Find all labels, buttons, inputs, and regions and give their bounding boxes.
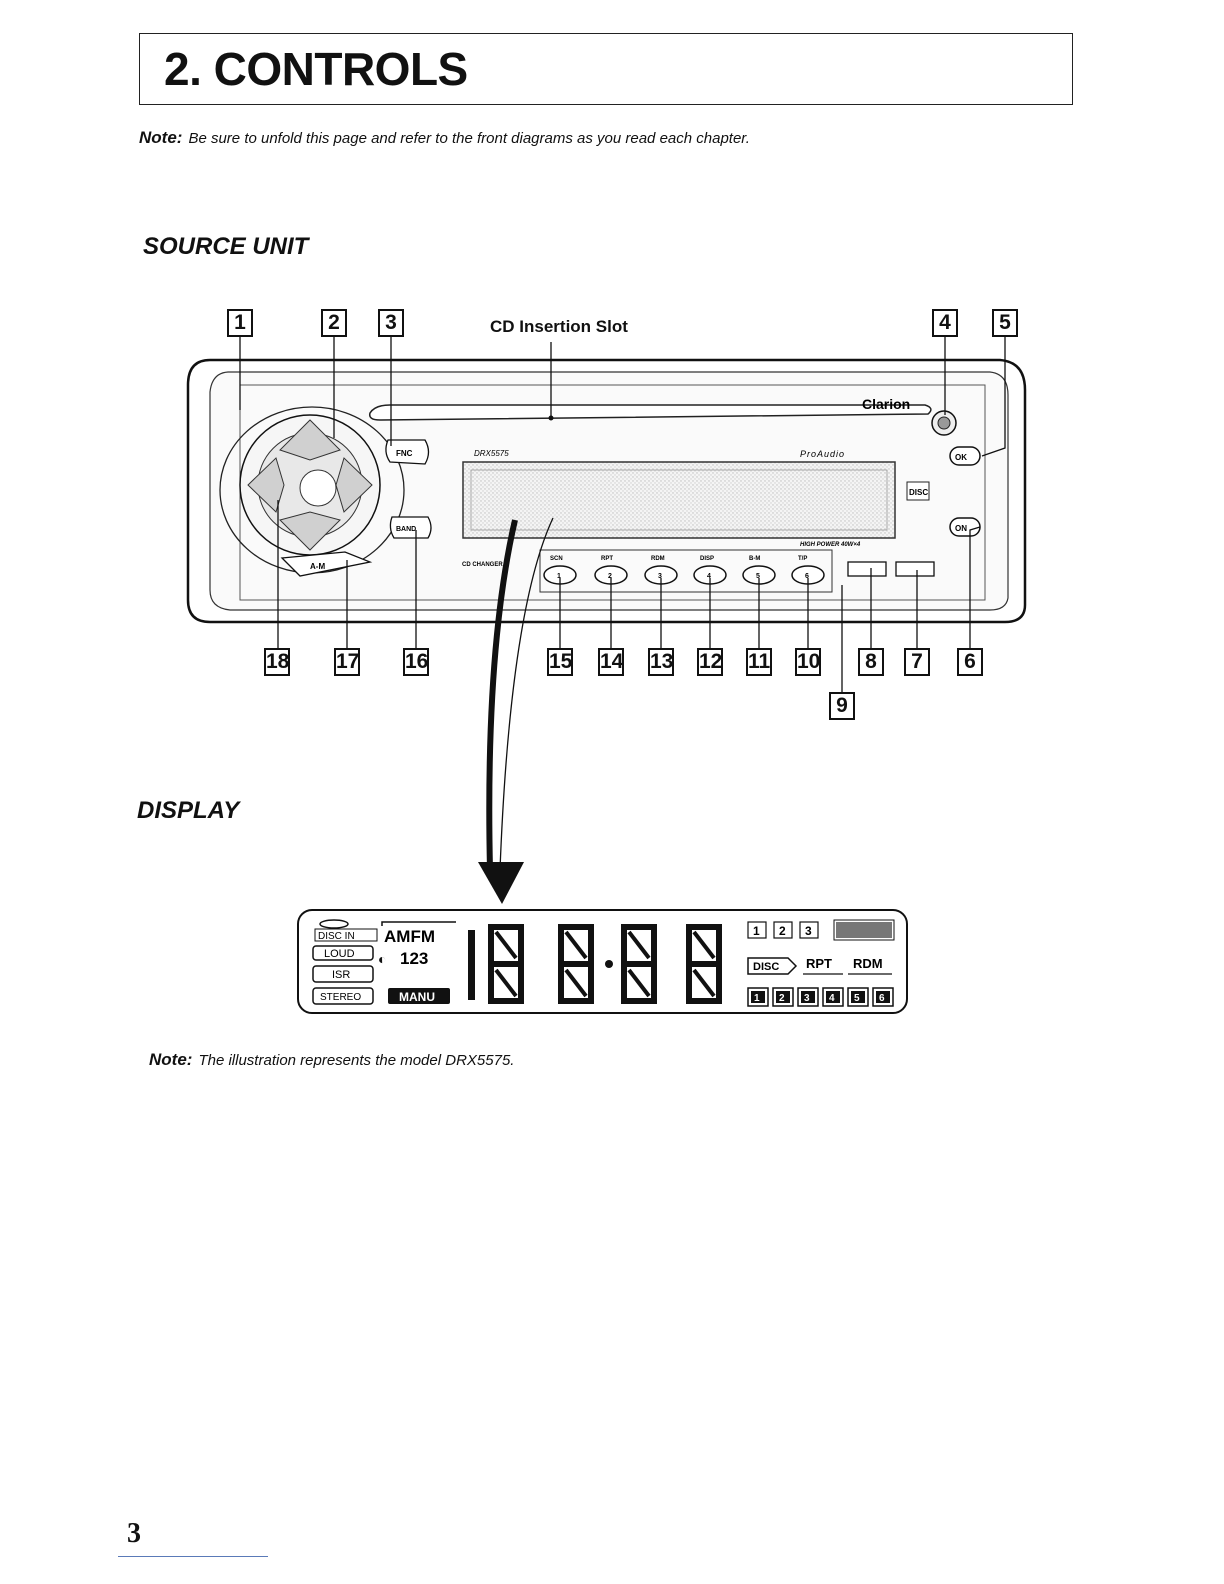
callout-10: 10 bbox=[795, 648, 821, 676]
preset-label-6: T/P bbox=[798, 556, 807, 562]
cd-slot-label: CD Insertion Slot bbox=[490, 317, 628, 336]
callout-6: 6 bbox=[957, 648, 983, 676]
display-heading: DISPLAY bbox=[137, 797, 240, 824]
callout-12: 12 bbox=[697, 648, 723, 676]
segment-digit-2 bbox=[558, 924, 594, 1004]
segment-digit-4 bbox=[686, 924, 722, 1004]
callout-15: 15 bbox=[547, 648, 573, 676]
note-label: Note: bbox=[139, 128, 183, 147]
preset-number-4: 4 bbox=[707, 573, 711, 580]
memory-digit-1: 1 bbox=[753, 924, 760, 938]
title-box: 2. CONTROLS bbox=[139, 33, 1073, 105]
source-unit-heading: SOURCE UNIT bbox=[143, 233, 309, 260]
source-unit-illustration: Clarion DRX5575 ProAudio DISC OK ON FNC … bbox=[186, 337, 1027, 904]
preset-label-4: DISP bbox=[700, 556, 714, 562]
preset-number-3: 3 bbox=[658, 573, 662, 580]
callout-2: 2 bbox=[321, 309, 347, 337]
disc-slot-digit-2: 2 bbox=[779, 993, 785, 1004]
ok-button[interactable]: OK bbox=[955, 453, 967, 462]
power-label: HIGH POWER 40W×4 bbox=[800, 542, 861, 548]
callout-17: 17 bbox=[334, 648, 360, 676]
callout-14: 14 bbox=[598, 648, 624, 676]
brand-text: Clarion bbox=[862, 396, 910, 412]
preset-label-3: RDM bbox=[651, 556, 665, 562]
stereo-indicator: STEREO bbox=[320, 992, 361, 1003]
page-footer-rule bbox=[118, 1556, 268, 1557]
preset-label-1: SCN bbox=[550, 556, 563, 562]
preset-number-5: 5 bbox=[756, 573, 760, 580]
memory-box-3 bbox=[799, 921, 819, 939]
page-number: 3 bbox=[127, 1518, 141, 1549]
disc-slot-digit-1: 1 bbox=[754, 993, 760, 1004]
fnc-button[interactable]: FNC bbox=[396, 449, 413, 458]
preset-number-2: 2 bbox=[608, 573, 612, 580]
segment-digit-1 bbox=[488, 924, 524, 1004]
disc-slot-fill-4 bbox=[826, 991, 840, 1003]
memory-digit-2: 2 bbox=[779, 924, 786, 938]
memory-box-2 bbox=[773, 921, 793, 939]
preset-label-5: B-M bbox=[749, 556, 760, 562]
band-button[interactable]: BAND bbox=[396, 526, 416, 533]
callout-3: 3 bbox=[378, 309, 404, 337]
disc-badge: DISC bbox=[909, 488, 928, 497]
note-text: The illustration represents the model DR… bbox=[198, 1052, 515, 1069]
digit-one-bar bbox=[468, 930, 475, 1000]
memory-box-1 bbox=[747, 921, 767, 939]
bottom-note: Note: The illustration represents the mod… bbox=[149, 1050, 514, 1070]
disc-indicator: DISC bbox=[753, 961, 779, 973]
disc-slot-digit-3: 3 bbox=[804, 993, 810, 1004]
callout-8: 8 bbox=[858, 648, 884, 676]
disc-slot-fill-6 bbox=[876, 991, 890, 1003]
disc-slot-digit-6: 6 bbox=[879, 993, 885, 1004]
segment-digit-3 bbox=[621, 924, 657, 1004]
callout-5: 5 bbox=[992, 309, 1018, 337]
disc-slot-fill-5 bbox=[851, 991, 865, 1003]
rpt-indicator: RPT bbox=[806, 956, 832, 971]
display-illustration: DISC IN LOUD ISR STEREO AMFM 123 ◐ MANU … bbox=[297, 909, 908, 1014]
digit-dot bbox=[605, 960, 613, 968]
logo-text: ProAudio bbox=[800, 449, 845, 459]
top-note: Note: Be sure to unfold this page and ref… bbox=[139, 128, 750, 148]
disc-slot-digit-5: 5 bbox=[854, 993, 860, 1004]
callout-4: 4 bbox=[932, 309, 958, 337]
callout-7: 7 bbox=[904, 648, 930, 676]
disc-slot-fill-3 bbox=[801, 991, 815, 1003]
isr-indicator: ISR bbox=[332, 969, 350, 981]
disc-slot-fill-2 bbox=[776, 991, 790, 1003]
loud-indicator: LOUD bbox=[324, 948, 355, 960]
cd-changer-label: CD CHANGER bbox=[462, 562, 503, 568]
page-title: 2. CONTROLS bbox=[164, 43, 468, 95]
callout-13: 13 bbox=[648, 648, 674, 676]
disc-slot-fill-1 bbox=[751, 991, 765, 1003]
note-text: Be sure to unfold this page and refer to… bbox=[188, 130, 750, 147]
clock-icon: ◐ bbox=[378, 951, 386, 967]
preset-label-2: RPT bbox=[601, 556, 613, 562]
memory-digit-3: 3 bbox=[805, 924, 812, 938]
callout-16: 16 bbox=[403, 648, 429, 676]
am-button[interactable]: A-M bbox=[310, 562, 325, 571]
on-button[interactable]: ON bbox=[955, 524, 967, 533]
disc-in-indicator: DISC IN bbox=[318, 931, 355, 942]
manu-indicator: MANU bbox=[399, 990, 435, 1004]
preset-number-6: 6 bbox=[805, 573, 809, 580]
callout-9: 9 bbox=[829, 692, 855, 720]
num123-indicator: 123 bbox=[400, 949, 428, 968]
callout-18: 18 bbox=[264, 648, 290, 676]
callout-1: 1 bbox=[227, 309, 253, 337]
preset-number-1: 1 bbox=[557, 573, 561, 580]
disc-slot-digit-4: 4 bbox=[829, 993, 835, 1004]
model-text: DRX5575 bbox=[474, 449, 509, 458]
rdm-indicator: RDM bbox=[853, 956, 883, 971]
note-label: Note: bbox=[149, 1050, 193, 1069]
callout-11: 11 bbox=[746, 648, 772, 676]
amfm-indicator: AMFM bbox=[384, 927, 435, 946]
